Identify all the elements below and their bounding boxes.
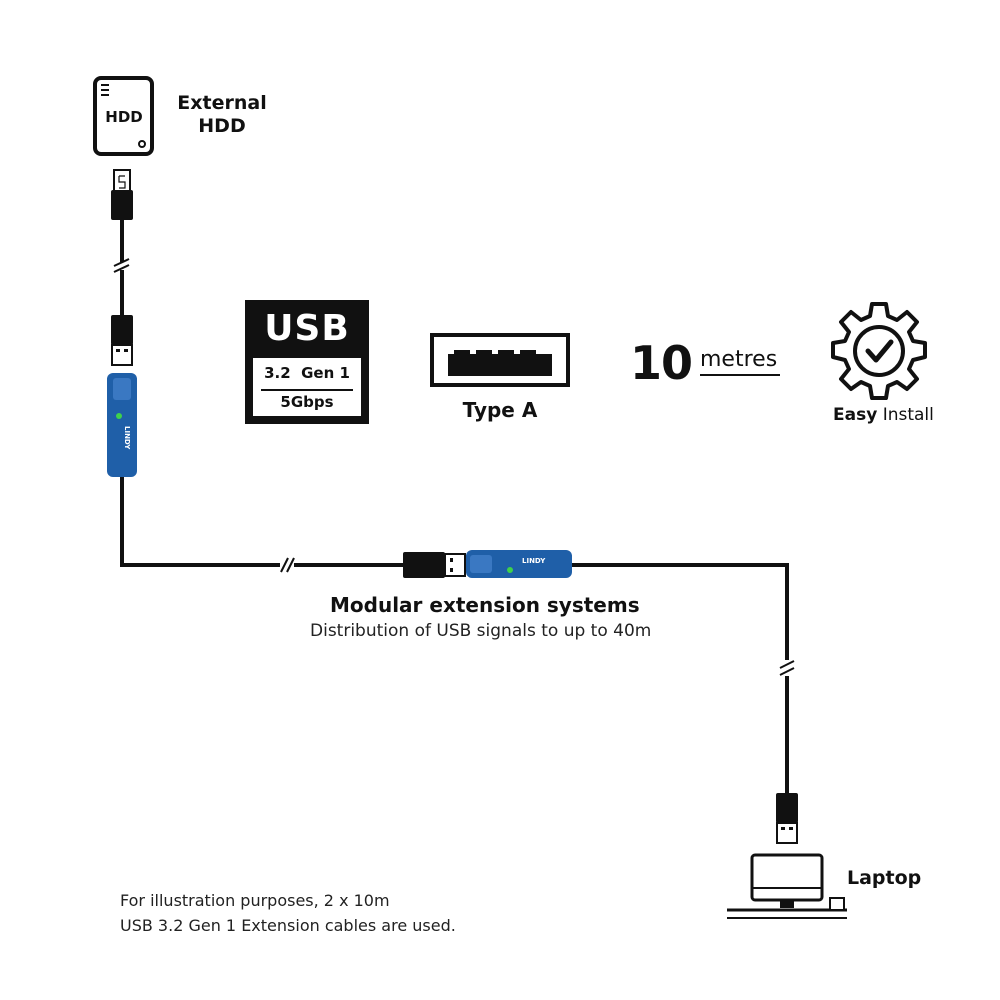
- laptop-icon: [727, 853, 847, 919]
- extender-vertical-brand: LINDY: [123, 426, 131, 450]
- length-unit: metres: [700, 347, 778, 372]
- usb-badge-title: USB: [264, 308, 350, 349]
- usb-badge-divider: [261, 389, 353, 391]
- extension-subtitle: Distribution of USB signals to up to 40m: [310, 621, 652, 641]
- hdd-label: External HDD: [177, 92, 267, 137]
- easy-install-rest: Install: [877, 405, 934, 425]
- easy-install-bold: Easy: [833, 405, 878, 425]
- illustration-note-line2: USB 3.2 Gen 1 Extension cables are used.: [120, 916, 456, 935]
- extension-title: Modular extension systems: [330, 593, 640, 617]
- length-number: 10: [630, 336, 693, 390]
- hdd-icon-text: HDD: [105, 108, 142, 126]
- gear-check-icon: [831, 302, 927, 400]
- usb-badge-speed: 5Gbps: [280, 393, 334, 411]
- usb-a-plug-middle: [403, 552, 466, 578]
- length-underline: [700, 374, 780, 376]
- extender-vertical: LINDY: [107, 373, 137, 477]
- type-a-port-icon: [430, 333, 570, 387]
- illustration-note-line1: For illustration purposes, 2 x 10m: [120, 891, 390, 910]
- extender-horizontal-brand: LINDY: [522, 557, 546, 565]
- hdd-icon: HDD: [93, 76, 154, 156]
- type-a-label: Type A: [462, 398, 538, 422]
- usb-a-plug-top: [111, 315, 133, 366]
- usb-spec-badge: USB 3.2 Gen 1 5Gbps: [245, 300, 369, 424]
- easy-install-label: Easy Install: [833, 405, 934, 425]
- micro-usb-connector: [111, 169, 133, 220]
- extender-horizontal: LINDY: [466, 550, 572, 578]
- usb-badge-panel: 3.2 Gen 1 5Gbps: [253, 358, 361, 416]
- usb-a-plug-bottom: [776, 793, 798, 844]
- extension-cable: [120, 477, 795, 795]
- laptop-label: Laptop: [847, 867, 922, 889]
- hdd-cable: [112, 220, 132, 318]
- usb-badge-gen: 3.2 Gen 1: [264, 364, 350, 382]
